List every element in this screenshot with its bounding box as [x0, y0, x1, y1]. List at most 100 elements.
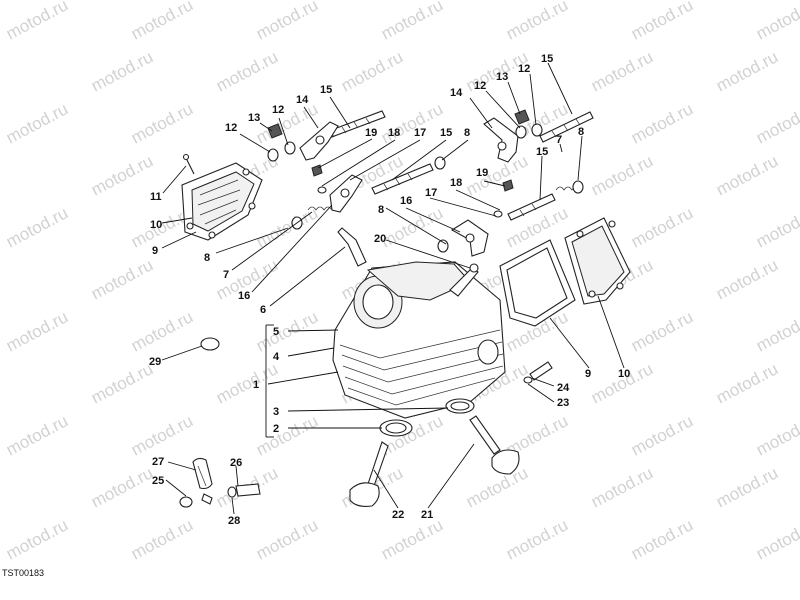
callout-11: 11: [150, 191, 162, 203]
callout-10-left: 10: [150, 219, 162, 231]
watermark-text: motod.ru: [3, 99, 71, 147]
watermark-text: motod.ru: [128, 307, 196, 355]
watermark-text: motod.ru: [128, 515, 196, 563]
bolt-23-24: [523, 361, 553, 384]
callout-15-left: 15: [320, 84, 332, 96]
watermark-text: motod.ru: [213, 47, 281, 95]
callout-9-left: 9: [152, 245, 158, 257]
cylinder-head: [332, 227, 506, 419]
callout-26: 26: [230, 457, 242, 469]
watermark-text: motod.ru: [713, 47, 781, 95]
watermark-text: motod.ru: [713, 359, 781, 407]
watermark-text: motod.ru: [628, 307, 696, 355]
watermark-text: motod.ru: [588, 151, 656, 199]
callout-15-right-top: 15: [541, 53, 553, 65]
callout-12-left: 12: [225, 122, 237, 134]
watermark-text: motod.ru: [588, 47, 656, 95]
watermark-text: motod.ru: [88, 47, 156, 95]
callout-18-left: 18: [388, 127, 400, 139]
callout-17-right: 17: [425, 187, 437, 199]
watermark-text: motod.ru: [128, 0, 196, 44]
watermark-text: motod.ru: [588, 359, 656, 407]
callout-18-right: 18: [450, 177, 462, 189]
watermark-text: motod.ru: [713, 463, 781, 511]
callout-13-right: 13: [496, 71, 508, 83]
callout-6: 6: [260, 304, 266, 316]
callout-25: 25: [152, 475, 164, 487]
watermark-text: motod.ru: [3, 515, 71, 563]
callout-19-left: 19: [365, 127, 377, 139]
watermark-text: motod.ru: [713, 255, 781, 303]
watermark-text: motod.ru: [88, 463, 156, 511]
watermark-text: motod.ru: [88, 359, 156, 407]
drawing-code: TST00183: [2, 568, 45, 578]
callout-28: 28: [228, 515, 240, 527]
watermark-text: motod.ru: [253, 0, 321, 44]
callout-13-left: 13: [248, 112, 260, 124]
callout-19-right: 19: [476, 167, 488, 179]
valves-and-seals: [349, 398, 520, 507]
watermark-text: motod.ru: [628, 203, 696, 251]
right-rocker-group: [437, 109, 594, 257]
callout-5: 5: [273, 326, 279, 338]
callout-12-right-b: 12: [518, 63, 530, 75]
watermark-text: motod.ru: [628, 99, 696, 147]
callout-7-right: 7: [556, 134, 562, 146]
callout-3: 3: [273, 406, 279, 418]
watermark-text: motod.ru: [753, 307, 800, 355]
callout-10-right: 10: [618, 368, 630, 380]
callout-15-right-low: 15: [536, 146, 548, 158]
callout-4: 4: [273, 351, 280, 363]
callout-8-mid: 8: [464, 127, 470, 139]
callout-8-center: 8: [378, 204, 384, 216]
watermark-text: motod.ru: [128, 411, 196, 459]
watermark-text: motod.ru: [628, 515, 696, 563]
leader-lines: [161, 62, 625, 515]
callout-22: 22: [392, 509, 404, 521]
watermark-text: motod.ru: [713, 151, 781, 199]
callout-23: 23: [557, 397, 569, 409]
callout-16-left: 16: [238, 290, 250, 302]
watermark-text: motod.ru: [88, 255, 156, 303]
watermark-text: motod.ru: [753, 0, 800, 44]
callout-labels: 11 10 9 8 7 16 6 12 13 12 14 15 19 18 17…: [149, 53, 630, 527]
left-rocker-group: [267, 110, 446, 230]
watermark-text: motod.ru: [253, 411, 321, 459]
callout-14-right: 14: [450, 87, 463, 99]
callout-7-left: 7: [223, 269, 229, 281]
watermark-text: motod.ru: [628, 0, 696, 44]
watermark-text: motod.ru: [503, 515, 571, 563]
callout-29: 29: [149, 356, 161, 368]
callout-9-right: 9: [585, 368, 591, 380]
callout-24: 24: [557, 382, 570, 394]
callout-12-right: 12: [474, 80, 486, 92]
watermark-text: motod.ru: [753, 411, 800, 459]
right-valve-cover: [499, 217, 631, 327]
watermark-text: motod.ru: [3, 0, 71, 44]
watermark-text: motod.ru: [3, 307, 71, 355]
watermark-text: motod.ru: [588, 463, 656, 511]
callout-12-left-b: 12: [272, 104, 284, 116]
watermark-text: motod.ru: [503, 0, 571, 44]
callout-21: 21: [421, 509, 433, 521]
callout-27: 27: [152, 456, 164, 468]
watermark-text: motod.ru: [463, 151, 531, 199]
callout-17-left: 17: [414, 127, 426, 139]
watermark-text: motod.ru: [378, 515, 446, 563]
watermark-text: motod.ru: [378, 0, 446, 44]
watermark-text: motod.ru: [503, 203, 571, 251]
callout-15-mid: 15: [440, 127, 452, 139]
watermark-text: motod.ru: [338, 47, 406, 95]
watermark-text: motod.ru: [753, 515, 800, 563]
callout-8-right: 8: [578, 126, 584, 138]
small-parts: [179, 337, 261, 508]
left-valve-cover: [181, 153, 263, 241]
watermark-text: motod.ru: [128, 99, 196, 147]
watermark-text: motod.ru: [628, 411, 696, 459]
callout-8-left: 8: [204, 252, 210, 264]
callout-2: 2: [273, 423, 279, 435]
callout-16-right: 16: [400, 195, 412, 207]
watermark-text: motod.ru: [3, 203, 71, 251]
